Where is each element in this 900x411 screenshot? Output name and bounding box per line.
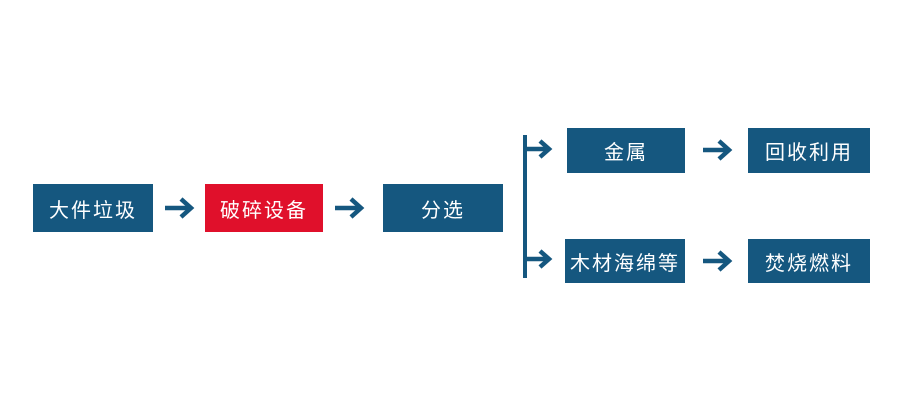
node-metal: 金属 bbox=[567, 128, 685, 173]
arrow-right-icon bbox=[160, 193, 200, 223]
node-bulky-waste: 大件垃圾 bbox=[33, 184, 153, 232]
node-crushing-equipment: 破碎设备 bbox=[205, 184, 323, 232]
node-incineration-fuel: 焚烧燃料 bbox=[748, 239, 870, 283]
arrow-right-icon bbox=[330, 193, 370, 223]
node-recycling: 回收利用 bbox=[748, 128, 870, 173]
arrow-right-icon bbox=[698, 246, 738, 276]
arrow-right-icon bbox=[698, 135, 738, 165]
node-sorting: 分选 bbox=[383, 184, 503, 232]
branch-connector bbox=[519, 128, 561, 288]
node-wood-sponge: 木材海绵等 bbox=[565, 239, 685, 283]
